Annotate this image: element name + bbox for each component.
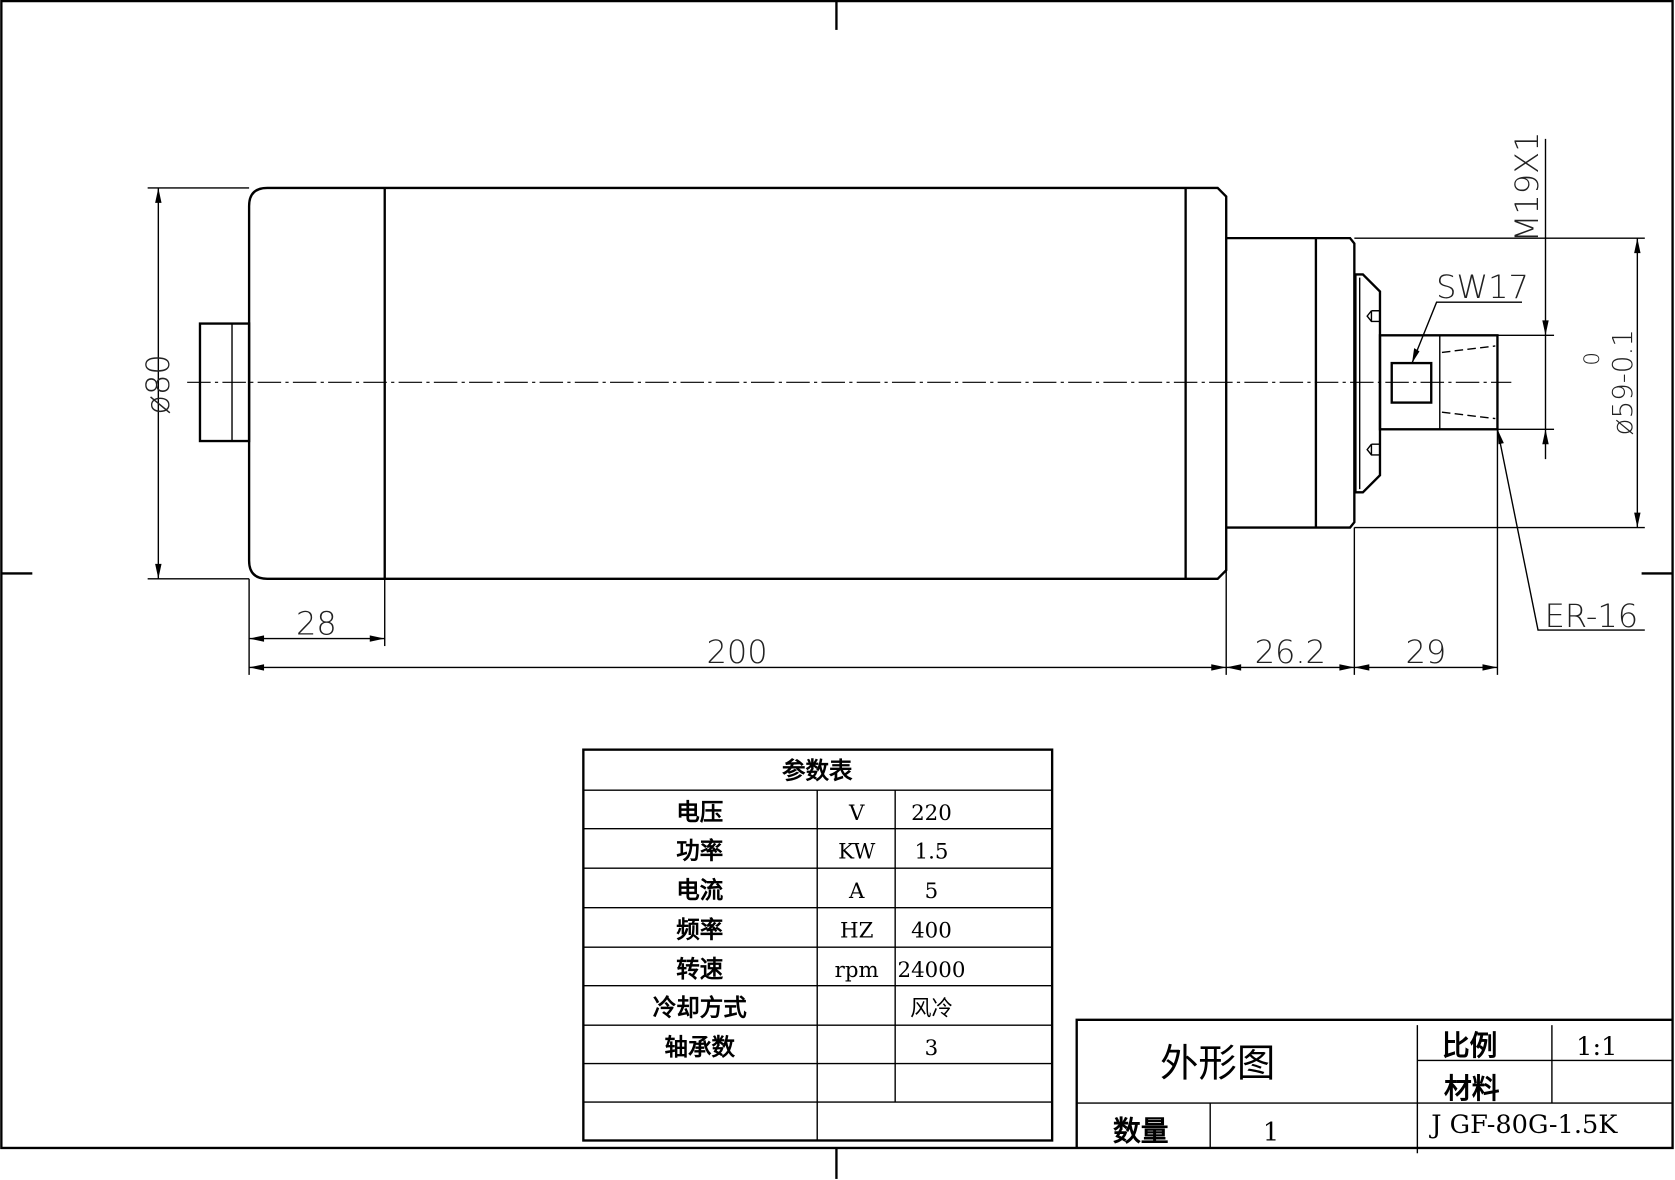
param-value: 24000 xyxy=(898,958,966,983)
label-sw17: SW17 xyxy=(1436,268,1529,306)
dim-200: 200 xyxy=(707,633,768,671)
quantity-value: 1 xyxy=(1263,1117,1279,1147)
label-er16: ER-16 xyxy=(1545,597,1638,635)
param-unit: HZ xyxy=(840,919,873,944)
param-value: 220 xyxy=(911,801,952,826)
scale-label: 比例 xyxy=(1442,1029,1498,1062)
scale-value: 1:1 xyxy=(1576,1032,1617,1062)
quantity-label: 数量 xyxy=(1113,1114,1169,1147)
model-number: J GF-80G-1.5K xyxy=(1428,1110,1618,1140)
param-name: 电流 xyxy=(676,876,723,904)
dim-body-diameter: ø80 xyxy=(139,354,177,414)
drawing-title: 外形图 xyxy=(1160,1041,1275,1086)
material-label: 材料 xyxy=(1444,1072,1500,1105)
param-unit: rpm xyxy=(835,958,879,983)
parameter-table: 参数表 电压 V 220 功率 KW 1.5 电流 A 5 频率 HZ 400 转速 rpm 24000 冷却… xyxy=(582,748,1054,1142)
dim-29: 29 xyxy=(1406,633,1447,671)
dimension-lines xyxy=(147,138,1645,675)
param-name: 频率 xyxy=(676,916,723,944)
title-block: 外形图 比例 1:1 材料 数量 1 J GF-80G-1.5K xyxy=(1075,1018,1673,1154)
param-value: 5 xyxy=(925,879,939,904)
param-value: 1.5 xyxy=(914,840,948,865)
param-value: 风冷 xyxy=(910,997,953,1022)
param-name: 冷却方式 xyxy=(653,994,747,1022)
param-unit: V xyxy=(848,801,865,826)
spindle-motor-outline xyxy=(187,186,1512,580)
param-table-title: 参数表 xyxy=(782,756,853,784)
dim-28: 28 xyxy=(296,604,337,642)
param-name: 转速 xyxy=(676,955,723,983)
param-name: 电压 xyxy=(676,798,723,826)
dim-neck-tolerance: 0 xyxy=(1580,352,1605,366)
param-value: 3 xyxy=(925,1036,939,1061)
dim-neck-diameter: ø59-0.1 xyxy=(1606,329,1639,435)
param-name: 功率 xyxy=(676,837,723,865)
dim-26-2: 26.2 xyxy=(1255,633,1326,671)
param-unit: A xyxy=(848,879,865,904)
dim-thread: M19X1 xyxy=(1508,132,1546,243)
param-name: 轴承数 xyxy=(665,1033,736,1061)
param-value: 400 xyxy=(911,919,952,944)
param-unit: KW xyxy=(838,840,875,865)
